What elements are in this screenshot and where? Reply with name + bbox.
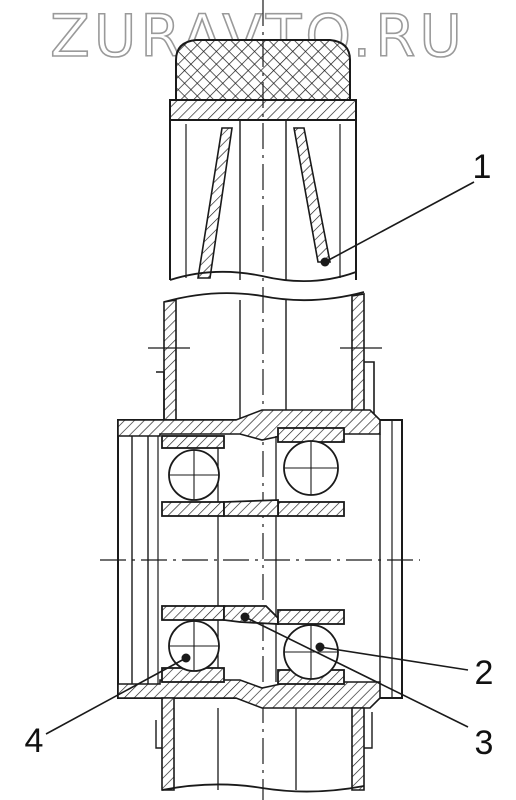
lower-bearings	[161, 605, 345, 685]
leader-line-2	[319, 646, 469, 671]
right-tube-wall	[351, 293, 365, 421]
callout-2: 2	[475, 654, 494, 692]
callout-4: 4	[25, 722, 44, 760]
callout-1: 1	[473, 148, 492, 186]
leader-line-4	[45, 657, 187, 735]
upper-column-section	[163, 39, 365, 303]
lower-tube-section	[155, 697, 373, 793]
upper-bearings	[161, 427, 345, 517]
leader-line-1	[324, 181, 475, 263]
left-cone-wall	[197, 127, 233, 279]
dust-cap	[175, 39, 351, 101]
right-cone-wall	[293, 127, 331, 263]
bearing-housing	[117, 409, 403, 709]
callout-3: 3	[475, 724, 494, 762]
middle-tube-section	[148, 293, 382, 421]
leader-line-3	[244, 616, 469, 728]
left-tube-wall	[163, 299, 177, 421]
leader-lines	[45, 181, 475, 735]
